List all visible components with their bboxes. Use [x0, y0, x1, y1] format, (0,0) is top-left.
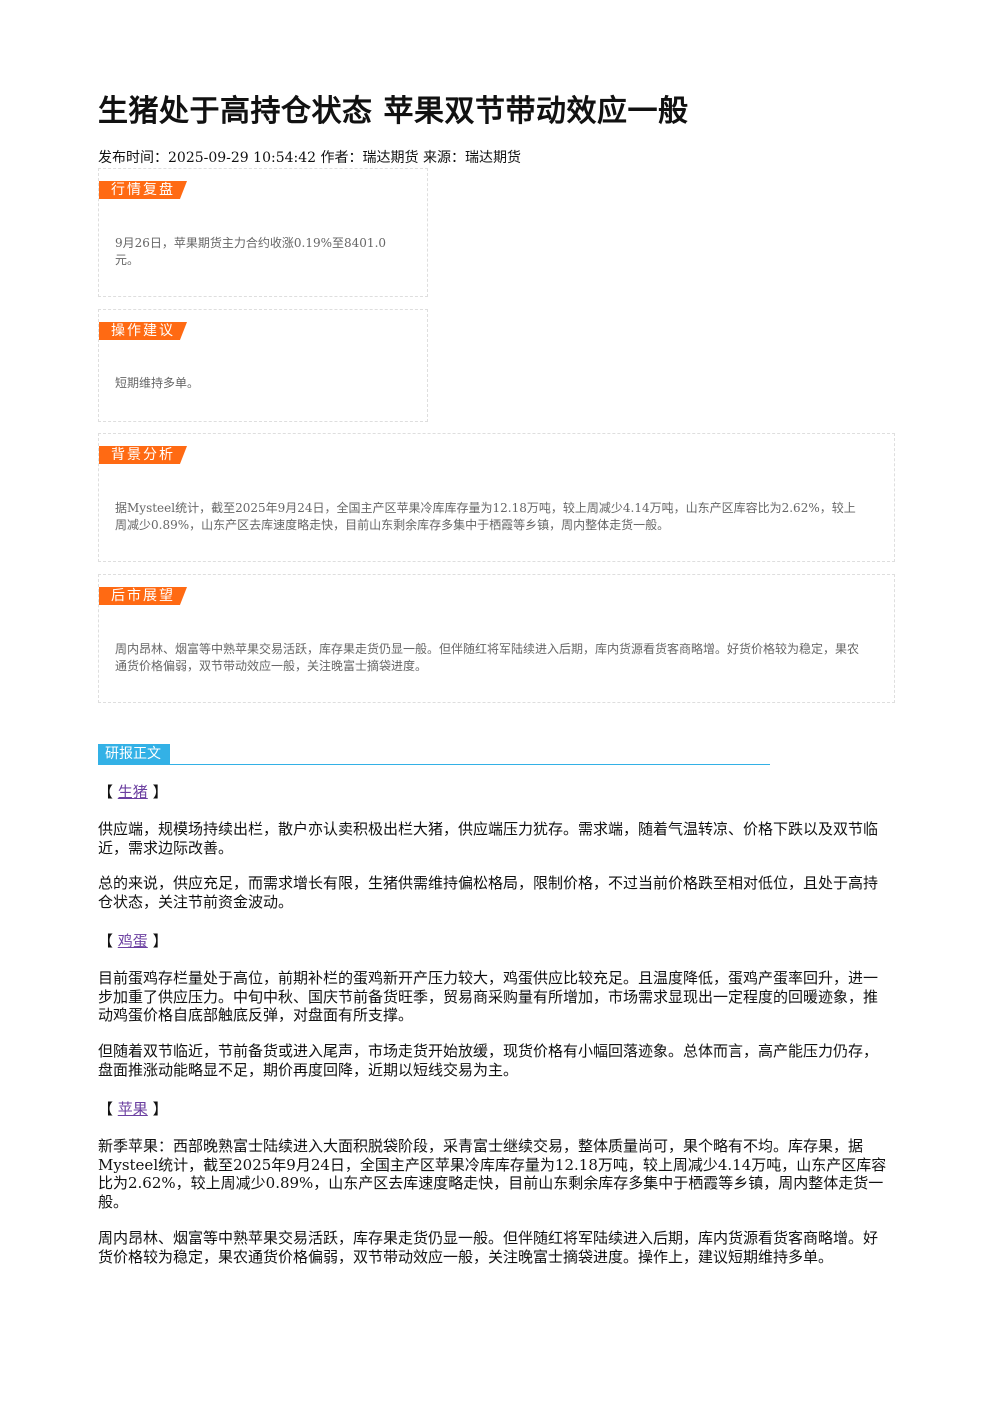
paragraph: 新季苹果：西部晚熟富士陆续进入大面积脱袋阶段，采青富士继续交易，整体质量尚可，果… [98, 1137, 887, 1211]
card-market-review: 行情复盘 9月26日，苹果期货主力合约收涨0.19%至8401.0元。 [98, 168, 428, 297]
card-text: 周内昂林、烟富等中熟苹果交易活跃，库存果走货仍显一般。但伴随红将军陆续进入后期，… [115, 642, 860, 673]
section-head-egg: 【 鸡蛋 】 [98, 932, 168, 950]
card-trade-advice: 操作建议 短期维持多单。 [98, 309, 428, 422]
section-link-hog[interactable]: 生猪 [117, 783, 148, 801]
card-background: 背景分析 据Mysteel统计，截至2025年9月24日，全国主产区苹果冷库库存… [98, 433, 895, 562]
paragraph: 目前蛋鸡存栏量处于高位，前期补栏的蛋鸡新开产压力较大，鸡蛋供应比较充足。且温度降… [98, 969, 879, 1024]
card-label: 行情复盘 [99, 181, 187, 199]
card-outlook: 后市展望 周内昂林、烟富等中熟苹果交易活跃，库存果走货仍显一般。但伴随红将军陆续… [98, 574, 895, 703]
card-text: 据Mysteel统计，截至2025年9月24日，全国主产区苹果冷库库存量为12.… [115, 501, 856, 532]
report-label: 研报正文 [98, 744, 170, 764]
section-head-apple: 【 苹果 】 [98, 1100, 168, 1118]
paragraph: 总的来说，供应充足，而需求增长有限，生猪供需维持偏松格局，限制价格，不过当前价格… [98, 874, 879, 911]
card-text: 9月26日，苹果期货主力合约收涨0.19%至8401.0元。 [115, 236, 387, 267]
section-link-egg[interactable]: 鸡蛋 [117, 932, 148, 950]
report-section-bar: 研报正文 [98, 744, 770, 765]
paragraph: 供应端，规模场持续出栏，散户亦认卖积极出栏大猪，供应端压力犹存。需求端，随着气温… [98, 820, 879, 857]
publish-meta: 发布时间：2025-09-29 10:54:42 作者：瑞达期货 来源：瑞达期货 [98, 150, 521, 166]
page-title: 生猪处于高持仓状态 苹果双节带动效应一般 [98, 94, 689, 129]
paragraph: 但随着双节临近，节前备货或进入尾声，市场走货开始放缓，现货价格有小幅回落迹象。总… [98, 1042, 879, 1079]
section-head-hog: 【 生猪 】 [98, 783, 168, 801]
card-label: 背景分析 [99, 446, 187, 464]
card-label: 操作建议 [99, 322, 187, 340]
card-text: 短期维持多单。 [115, 376, 200, 390]
paragraph: 周内昂林、烟富等中熟苹果交易活跃，库存果走货仍显一般。但伴随红将军陆续进入后期，… [98, 1229, 879, 1266]
card-label: 后市展望 [99, 587, 187, 605]
section-link-apple[interactable]: 苹果 [117, 1100, 148, 1118]
